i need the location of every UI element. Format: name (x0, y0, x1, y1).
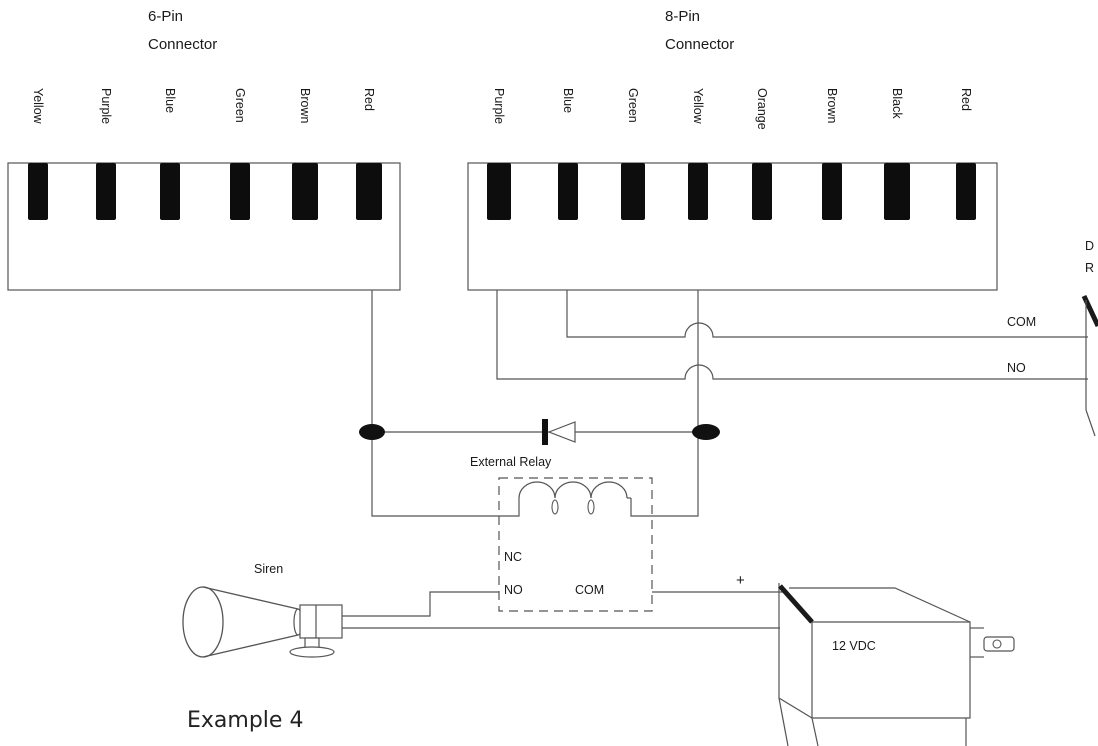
eight-pin-wire-labels: Purple Blue Green Yellow Orange Brown Black Red (492, 88, 973, 130)
six-pin-housing (7, 162, 401, 291)
pin-wire-label-purple: Purple (99, 88, 113, 124)
pin-slot (487, 163, 511, 220)
pin-slot (688, 163, 708, 220)
right-device: D R (1081, 239, 1098, 437)
right-device-label-line1: D (1085, 239, 1094, 253)
pin-wire-label-blue: Blue (561, 88, 575, 113)
siren-bell (182, 586, 224, 658)
eight-pin-title-line1: 8-Pin (665, 8, 700, 25)
pin-slot (956, 163, 976, 220)
siren-to-relay-no-wire (342, 591, 499, 617)
pin-slot (621, 163, 645, 220)
siren: Siren (182, 562, 343, 658)
eight-pin-housing (467, 162, 998, 291)
siren-mount (289, 646, 335, 658)
junction-left (359, 424, 385, 440)
pin-slot (822, 163, 842, 220)
battery-front (811, 621, 971, 719)
relay-title: External Relay (470, 455, 552, 469)
relay-feed-wires (371, 290, 699, 517)
pin-slot (884, 163, 910, 220)
eight-pin-slots (487, 163, 976, 220)
external-relay: External Relay NC NO COM (470, 455, 653, 612)
pin-slot (752, 163, 772, 220)
pin-slot (292, 163, 318, 220)
siren-label: Siren (254, 562, 283, 576)
battery-plus-sign: + (736, 572, 745, 589)
six-pin-slots (28, 163, 382, 220)
pin-slot (28, 163, 48, 220)
pin-wire-label-purple: Purple (492, 88, 506, 124)
six-pin-title-line1: 6-Pin (148, 8, 183, 25)
pin-wire-label-red: Red (959, 88, 973, 111)
relay-com-label: COM (575, 583, 604, 597)
pin-slot (230, 163, 250, 220)
relay-coil (518, 481, 628, 499)
device-no-label: NO (1007, 361, 1026, 375)
pin-wire-label-yellow: Yellow (31, 88, 45, 125)
battery-12vdc: + 12 VDC (736, 572, 1015, 746)
example-caption: Example 4 (187, 708, 303, 733)
pin-wire-label-red: Red (362, 88, 376, 111)
diode-triangle (547, 421, 576, 443)
pin-wire-label-brown: Brown (298, 88, 312, 123)
com-wire (566, 290, 1088, 338)
battery-terminal-edge (778, 584, 814, 624)
eight-pin-connector: 8-Pin Connector Purple Blue Green Yellow Ora… (467, 8, 998, 291)
right-device-label-line2: R (1085, 261, 1094, 275)
siren-wires (342, 591, 786, 629)
eight-pin-title-line2: Connector (665, 36, 734, 53)
pin-wire-label-blue: Blue (163, 88, 177, 113)
device-com-label: COM (1007, 315, 1036, 329)
junction-right (692, 424, 720, 440)
siren-driver (299, 604, 343, 639)
pin-wire-label-black: Black (890, 88, 904, 119)
no-wire (496, 290, 1088, 380)
pin-slot (160, 163, 180, 220)
red-wire (371, 290, 520, 517)
relay-no-label: NO (504, 583, 523, 597)
pin-wire-label-green: Green (233, 88, 247, 123)
pin-wire-label-yellow: Yellow (691, 88, 705, 125)
relay-box (498, 477, 653, 612)
pin-wire-label-green: Green (626, 88, 640, 123)
pin-slot (356, 163, 382, 220)
pin-wire-label-orange: Orange (755, 88, 769, 130)
pin-slot (558, 163, 578, 220)
device-wires (496, 290, 1088, 380)
pin-slot (96, 163, 116, 220)
six-pin-title-line2: Connector (148, 36, 217, 53)
pin-wire-label-brown: Brown (825, 88, 839, 123)
relay-nc-label: NC (504, 550, 522, 564)
diode-symbol (542, 419, 576, 445)
diode-bar (542, 419, 548, 445)
battery-label: 12 VDC (832, 639, 876, 653)
six-pin-connector: 6-Pin Connector Yellow Purple Blue Green Bro… (7, 8, 401, 291)
six-pin-wire-labels: Yellow Purple Blue Green Brown Red (31, 88, 376, 125)
yellow-wire (630, 290, 699, 517)
